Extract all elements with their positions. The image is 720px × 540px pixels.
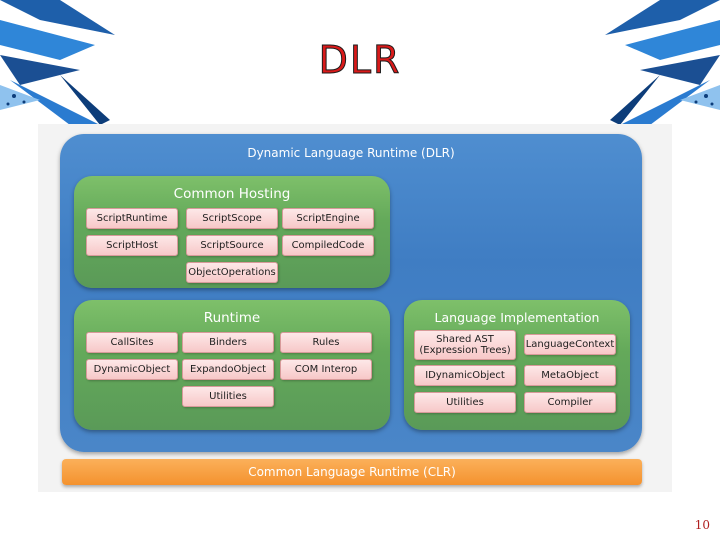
corner-decoration-left <box>0 0 115 125</box>
common-hosting-label: Common Hosting <box>173 186 291 202</box>
chip-scriptscope: ScriptScope <box>186 208 278 229</box>
language-implementation-panel: Language Implementation Shared AST (Expr… <box>404 300 630 430</box>
chip-callsites: CallSites <box>86 332 178 353</box>
dlr-container: Dynamic Language Runtime (DLR) Common Ho… <box>60 134 642 452</box>
chip-metaobject: MetaObject <box>524 365 616 386</box>
dlr-label: Dynamic Language Runtime (DLR) <box>247 146 455 160</box>
chip-utilities: Utilities <box>182 386 274 407</box>
chip-binders: Binders <box>182 332 274 353</box>
chip-expandoobject: ExpandoObject <box>182 359 274 380</box>
chip-objectoperations: ObjectOperations <box>186 262 278 283</box>
chip-rules: Rules <box>280 332 372 353</box>
chip-shared-ast: Shared AST (Expression Trees) <box>414 330 516 360</box>
chip-scriptsource: ScriptSource <box>186 235 278 256</box>
runtime-label: Runtime <box>203 310 261 326</box>
common-hosting-panel: Common Hosting ScriptRuntime ScriptScope… <box>74 176 390 288</box>
chip-scriptengine: ScriptEngine <box>282 208 374 229</box>
dlr-architecture-diagram: Dynamic Language Runtime (DLR) Common Ho… <box>38 124 672 492</box>
chip-dynamicobject: DynamicObject <box>86 359 178 380</box>
chip-idynamicobject: IDynamicObject <box>414 365 516 386</box>
slide-title: DLR <box>318 38 402 83</box>
chip-scriptruntime: ScriptRuntime <box>86 208 178 229</box>
chip-com-interop: COM Interop <box>280 359 372 380</box>
language-implementation-label: Language Implementation <box>434 310 600 325</box>
chip-scripthost: ScriptHost <box>86 235 178 256</box>
corner-decoration-right <box>605 0 720 125</box>
chip-utilities-lang: Utilities <box>414 392 516 413</box>
clr-bar: Common Language Runtime (CLR) <box>62 459 642 485</box>
runtime-panel: Runtime CallSites Binders Rules DynamicO… <box>74 300 390 430</box>
chip-compiledcode: CompiledCode <box>282 235 374 256</box>
chip-compiler: Compiler <box>524 392 616 413</box>
chip-languagecontext: LanguageContext <box>524 334 616 355</box>
page-number: 10 <box>694 518 710 532</box>
